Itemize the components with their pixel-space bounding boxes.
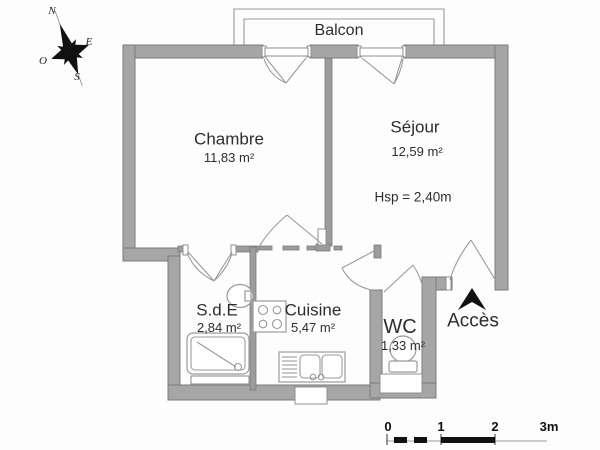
toilet-icon (388, 335, 418, 373)
room-label-cuisine: Cuisine (284, 300, 342, 320)
balcony-railing-icon (233, 8, 445, 47)
room-area-wc: 1,33 m² (380, 337, 426, 353)
room-label-sejour: Séjour (390, 117, 440, 137)
room-area-chambre: 11,83 m² (203, 149, 255, 165)
room-area-sejour: 12,59 m² (391, 143, 443, 159)
compass-west-label: O (39, 54, 47, 67)
scale-bar (386, 434, 547, 445)
balcony-label: Balcon (314, 22, 364, 40)
room-label-wc: WC (383, 316, 417, 338)
cooktop-icon (252, 300, 287, 333)
scale-tick-2: 2 (491, 418, 499, 434)
ceiling-height-note: Hsp = 2,40m (374, 189, 452, 205)
door-sejour-icon (341, 250, 375, 291)
shower-icon (186, 332, 250, 385)
room-area-cuisine: 5,47 m² (290, 319, 336, 335)
room-label-chambre: Chambre (194, 129, 264, 149)
door-sde-icon (182, 244, 237, 282)
exterior-walls (122, 44, 509, 401)
door-wc-icon (383, 264, 424, 293)
kitchen-sink-icon (278, 351, 346, 383)
window-sejour-icon (356, 45, 407, 85)
room-area-sde: 2,84 m² (196, 319, 242, 335)
compass-east-label: E (85, 35, 93, 48)
scale-tick-1: 1 (437, 418, 445, 434)
compass-icon (51, 10, 89, 86)
door-entrance-icon (445, 239, 497, 291)
window-chambre-icon (261, 45, 312, 84)
access-label: Accès (447, 310, 499, 332)
compass-south-label: S (74, 70, 80, 83)
scale-tick-3m: 3m (539, 418, 559, 434)
scale-tick-0: 0 (384, 418, 392, 434)
room-label-sde: S.d.E (196, 300, 238, 320)
door-chambre-icon (258, 214, 327, 248)
washbasin-icon (226, 283, 254, 309)
compass-north-label: N (48, 4, 56, 17)
access-arrow-icon (458, 288, 486, 310)
wall-niches (294, 373, 423, 405)
